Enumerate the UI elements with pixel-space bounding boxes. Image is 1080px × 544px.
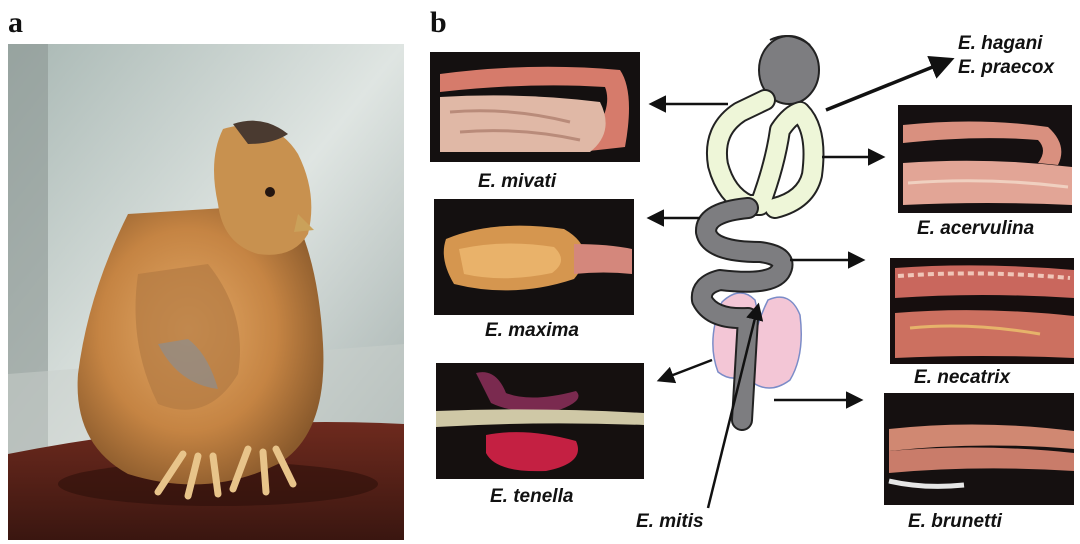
label-e-acervulina: E. acervulina <box>917 219 1034 238</box>
label-e-mitis: E. mitis <box>636 512 704 531</box>
cecum-right <box>751 297 801 388</box>
label-e-praecox: E. praecox <box>958 58 1054 77</box>
label-e-mivati: E. mivati <box>478 172 556 191</box>
label-e-brunetti: E. brunetti <box>908 512 1002 531</box>
label-e-hagani: E. hagani <box>958 34 1042 53</box>
label-e-necatrix: E. necatrix <box>914 368 1010 387</box>
label-e-tenella: E. tenella <box>490 487 573 506</box>
label-e-maxima: E. maxima <box>485 321 579 340</box>
arrow-to-tenella <box>660 360 712 380</box>
arrow-to-hagani-praecox <box>826 60 950 110</box>
